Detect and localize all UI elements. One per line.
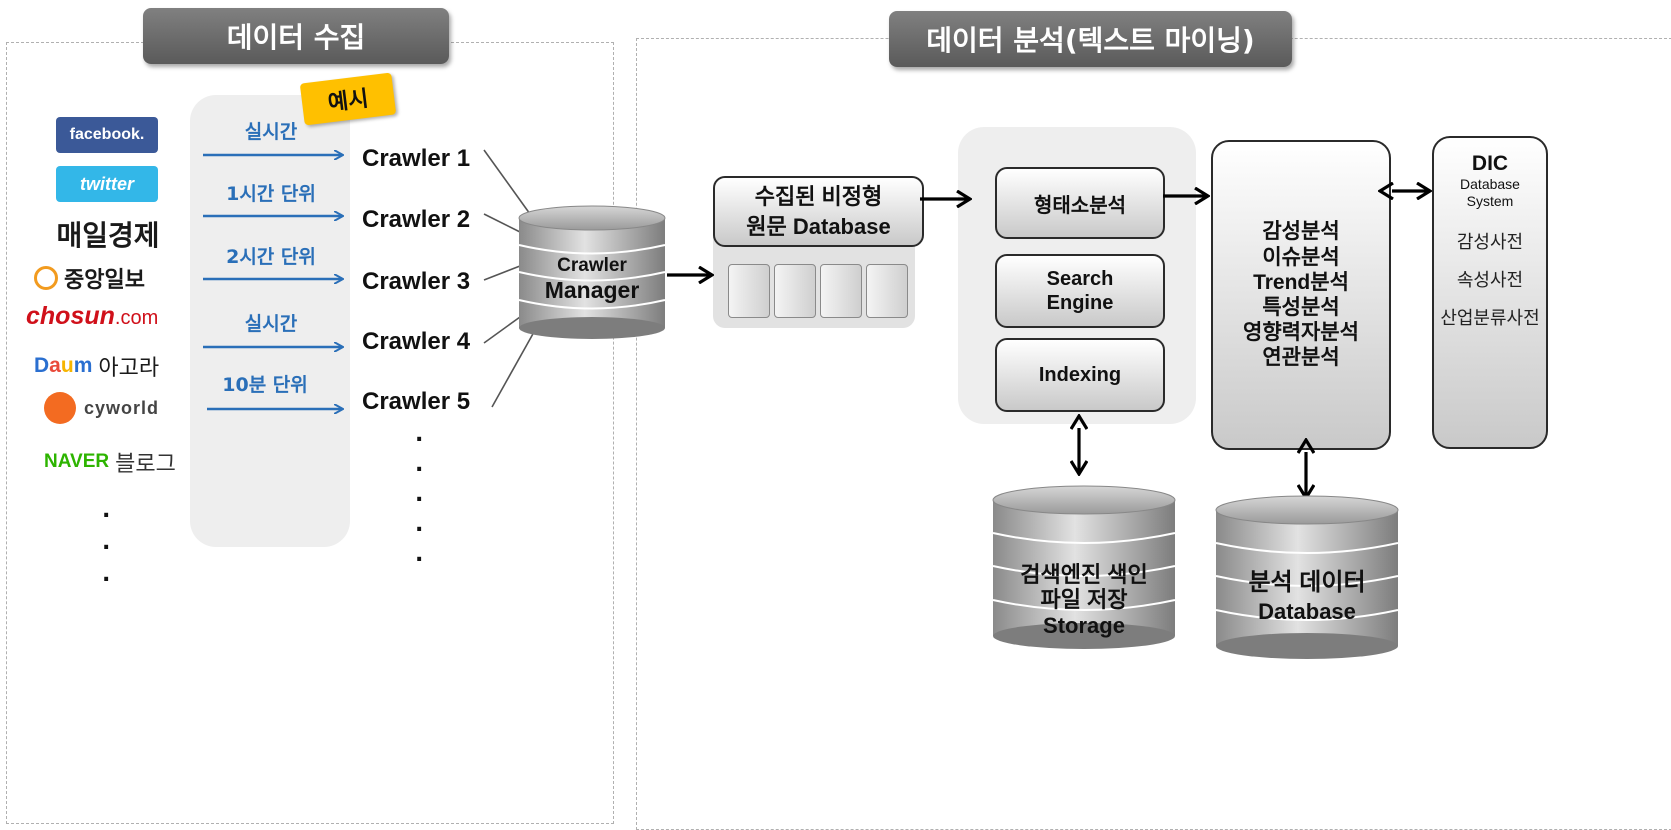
raw-db-box: 수집된 비정형 원문 Database bbox=[713, 176, 924, 247]
analysis-db-label: 분석 데이터 Database bbox=[1216, 568, 1398, 626]
analysis-header: 데이터 분석(텍스트 마이닝) bbox=[889, 11, 1292, 67]
rate-label-5: 10분 단위 bbox=[222, 374, 308, 396]
crawler-connector bbox=[483, 213, 521, 233]
analysis-item: 특성분석 bbox=[1262, 296, 1340, 319]
joongang-logo-text: 중앙일보 bbox=[64, 268, 145, 293]
storage-cylinder bbox=[992, 485, 1176, 649]
raw-db-line-2: 원문 Database bbox=[746, 213, 891, 239]
joongang-icon bbox=[34, 266, 58, 290]
crawler-ellipsis-3: . bbox=[415, 482, 424, 507]
dic-item: 산업분류사전 bbox=[1440, 307, 1540, 328]
analysis-item: 감성분석 bbox=[1262, 220, 1340, 244]
cyworld-icon bbox=[44, 392, 76, 424]
crawler-connector bbox=[483, 149, 531, 215]
server-icon bbox=[820, 264, 862, 318]
diagram-graphics bbox=[203, 149, 1671, 659]
chosun-logo-text: chosun bbox=[26, 302, 115, 330]
dic-box: DIC Database System 감성사전 속성사전 산업분류사전 bbox=[1432, 136, 1548, 449]
storage-line-1: 검색엔진 색인 bbox=[1020, 562, 1148, 587]
raw-db-line-1: 수집된 비정형 bbox=[754, 183, 883, 209]
crawler-connector bbox=[483, 265, 521, 281]
crawler-connector bbox=[491, 331, 535, 408]
crawler-ellipsis-5: . bbox=[415, 542, 424, 567]
analysis-db-cylinder bbox=[1215, 495, 1399, 659]
rate-label-2: 1시간 단위 bbox=[226, 183, 316, 205]
server-icon bbox=[728, 264, 770, 318]
crawler-2: Crawler 2 bbox=[362, 206, 471, 233]
storage-line-3: Storage bbox=[1043, 612, 1125, 638]
crawler-4: Crawler 4 bbox=[362, 328, 471, 355]
collection-header: 데이터 수집 bbox=[143, 8, 449, 64]
crawler-ellipsis-2: . bbox=[415, 452, 424, 477]
analysis-item: 이슈분석 bbox=[1262, 245, 1340, 269]
crawler-3: Crawler 3 bbox=[362, 268, 471, 295]
storage-line-2: 파일 저장 bbox=[1040, 587, 1128, 613]
chosun-logo-suffix: .com bbox=[114, 307, 159, 329]
crawler-ellipsis-4: . bbox=[415, 512, 424, 537]
naver-logo: NAVER 블로그 bbox=[44, 446, 176, 478]
crawler-5: Crawler 5 bbox=[362, 388, 471, 415]
crawler-manager-line-2: Manager bbox=[544, 276, 640, 303]
facebook-logo: facebook. bbox=[56, 117, 158, 153]
source-ellipsis-3: . bbox=[102, 562, 111, 587]
naver-blog-text: 블로그 bbox=[115, 452, 176, 477]
source-ellipsis-1: . bbox=[102, 498, 111, 523]
daum-logo: Daum 아고라 bbox=[34, 350, 159, 382]
rate-label-3: 2시간 단위 bbox=[226, 246, 316, 268]
analysis-item: 연관분석 bbox=[1262, 346, 1340, 370]
rate-label-4: 실시간 bbox=[244, 313, 298, 335]
module-search-engine: Search Engine bbox=[995, 254, 1165, 328]
server-icon bbox=[774, 264, 816, 318]
twitter-logo-text: twitter bbox=[80, 173, 134, 194]
twitter-logo: twitter bbox=[56, 166, 158, 202]
daum-icon: Daum bbox=[34, 354, 93, 377]
naver-logo-text: NAVER bbox=[44, 451, 110, 472]
cyworld-logo-text: cyworld bbox=[84, 397, 160, 418]
crawler-manager-cylinder bbox=[518, 205, 666, 339]
analysis-item: 영향력자분석 bbox=[1243, 321, 1359, 345]
storage-label: 검색엔진 색인 파일 저장 Storage bbox=[993, 562, 1175, 638]
module-indexing-label: Indexing bbox=[1038, 363, 1122, 386]
dic-item: 속성사전 bbox=[1456, 269, 1524, 290]
rate-column bbox=[190, 95, 350, 547]
crawler-manager-label: Crawler Manager bbox=[519, 255, 665, 303]
dic-title: DIC bbox=[1471, 152, 1509, 175]
module-morpheme-label: 형태소분석 bbox=[1034, 194, 1126, 217]
server-icon bbox=[866, 264, 908, 318]
crawler-1: Crawler 1 bbox=[362, 145, 471, 172]
dic-subtitle: Database System bbox=[1460, 176, 1520, 209]
module-indexing: Indexing bbox=[995, 338, 1165, 412]
chosun-logo: chosun.com bbox=[26, 302, 158, 331]
module-search-engine-label: Search Engine bbox=[1046, 268, 1114, 314]
cyworld-logo: cyworld bbox=[44, 392, 159, 424]
analysis-box: 감성분석 이슈분석 Trend분석 특성분석 영향력자분석 연관분석 bbox=[1211, 140, 1391, 450]
maeil-logo: 매일경제 bbox=[56, 219, 160, 252]
source-ellipsis-2: . bbox=[102, 530, 111, 555]
crawler-connector bbox=[483, 316, 521, 344]
analysis-db-line-1: 분석 데이터 bbox=[1248, 569, 1366, 596]
analysis-db-line-2: Database bbox=[1258, 599, 1356, 624]
crawler-ellipsis-1: . bbox=[415, 422, 424, 447]
module-morpheme: 형태소분석 bbox=[995, 167, 1165, 239]
crawler-manager-line-1: Crawler bbox=[557, 255, 627, 276]
analysis-item: Trend분석 bbox=[1253, 270, 1349, 294]
rate-label-1: 실시간 bbox=[244, 121, 298, 143]
facebook-logo-text: facebook. bbox=[69, 126, 145, 143]
joongang-logo: 중앙일보 bbox=[34, 262, 145, 294]
daum-logo-text: 아고라 bbox=[98, 356, 160, 381]
dic-item: 감성사전 bbox=[1456, 231, 1524, 252]
